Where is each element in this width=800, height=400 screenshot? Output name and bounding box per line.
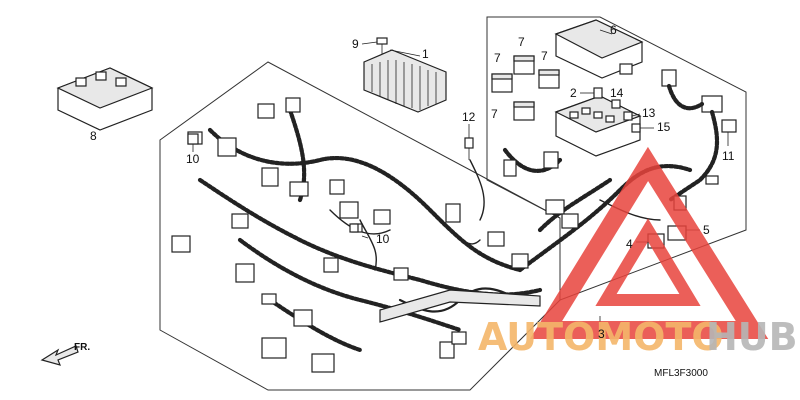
relay-part-7a[interactable] bbox=[491, 73, 513, 93]
front-direction-arrow: FR. bbox=[40, 342, 90, 366]
fuse-part-15[interactable] bbox=[631, 123, 654, 133]
direction-label: FR. bbox=[74, 342, 90, 353]
fusebox-frame bbox=[486, 16, 747, 301]
diagram-code: MFL3F3000 bbox=[654, 368, 708, 379]
callout-5: 5 bbox=[703, 223, 710, 237]
callout-7a: 7 bbox=[494, 51, 501, 65]
callout-8: 8 bbox=[90, 129, 97, 143]
clip-part-10a[interactable] bbox=[187, 133, 199, 152]
fuse-part-13[interactable] bbox=[623, 111, 641, 121]
harness-frame bbox=[159, 61, 561, 391]
callout-7c: 7 bbox=[541, 49, 548, 63]
relay-part-7d[interactable] bbox=[513, 101, 535, 121]
callout-9: 9 bbox=[352, 37, 359, 51]
callout-15: 15 bbox=[657, 120, 671, 134]
connector-part-11[interactable] bbox=[661, 69, 737, 203]
callout-10b: 10 bbox=[376, 232, 390, 246]
callout-2: 2 bbox=[570, 86, 577, 100]
callout-4: 4 bbox=[626, 237, 633, 251]
callout-6: 6 bbox=[610, 23, 617, 37]
callout-14: 14 bbox=[610, 86, 624, 100]
callout-10a: 10 bbox=[186, 152, 200, 166]
fusebox-body[interactable] bbox=[554, 95, 642, 157]
watermark-brand-part1: AUTOMOTO bbox=[478, 315, 724, 359]
fusebox-cover-part-6[interactable] bbox=[554, 19, 644, 79]
callout-13: 13 bbox=[642, 106, 656, 120]
clip-part-10b[interactable] bbox=[349, 223, 359, 233]
ecu-module-part-8[interactable] bbox=[56, 67, 154, 131]
relay-part-7c[interactable] bbox=[538, 69, 560, 89]
callout-11: 11 bbox=[722, 149, 735, 163]
watermark-logo: AUTOMOTO HUB bbox=[478, 146, 798, 359]
fuse-part-2[interactable] bbox=[580, 87, 603, 99]
callout-7b: 7 bbox=[518, 35, 525, 49]
regulator-rectifier-part-1[interactable] bbox=[363, 49, 447, 113]
callout-1: 1 bbox=[422, 47, 429, 61]
fuse-part-14[interactable] bbox=[611, 99, 621, 109]
callout-7d: 7 bbox=[491, 107, 498, 121]
callout-12: 12 bbox=[462, 110, 476, 124]
watermark-brand-part2: HUB bbox=[706, 315, 798, 359]
callout-3: 3 bbox=[598, 327, 605, 341]
relay-part-7b[interactable] bbox=[513, 55, 535, 75]
bolt-part-12[interactable] bbox=[464, 124, 474, 160]
